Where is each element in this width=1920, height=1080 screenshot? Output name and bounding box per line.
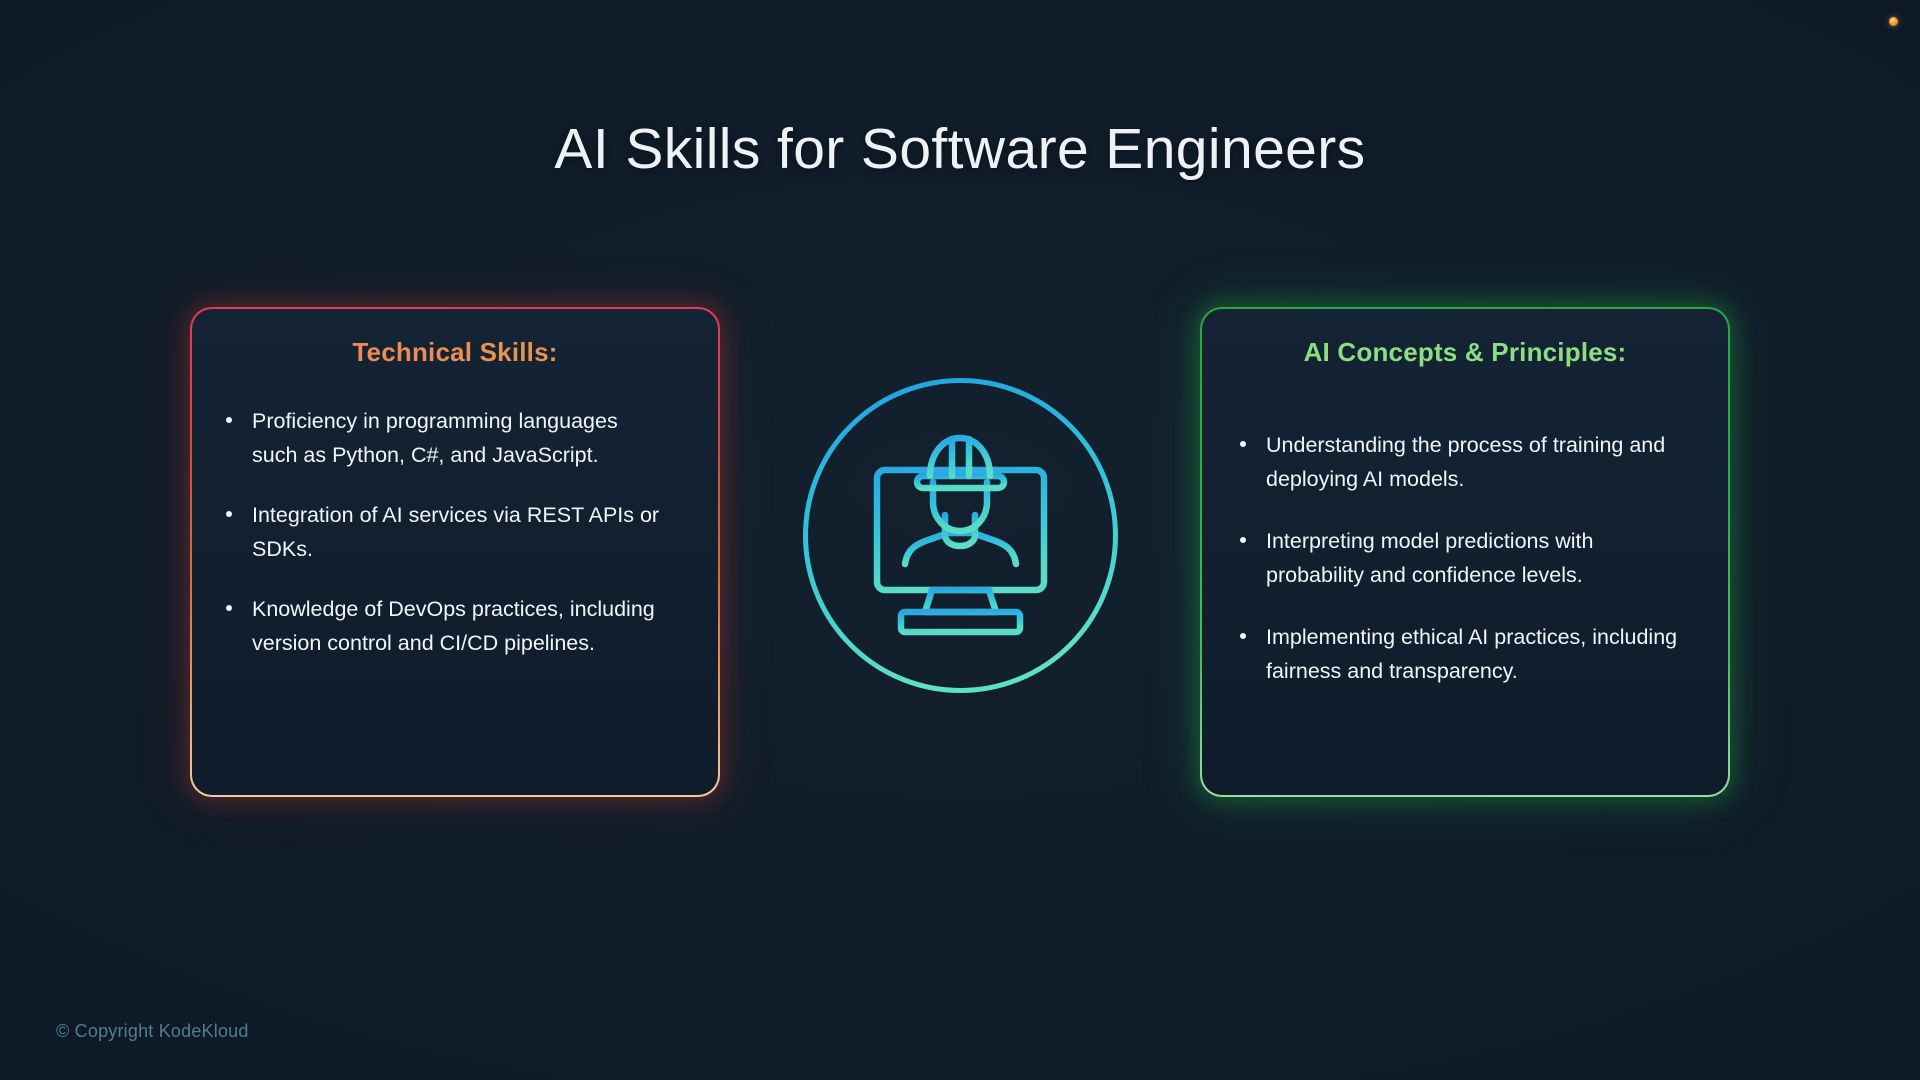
bullet-dot-icon — [1240, 537, 1246, 543]
technical-skills-bullet-list: Proficiency in programming languages suc… — [210, 404, 665, 660]
list-item-text: Implementing ethical AI practices, inclu… — [1266, 625, 1678, 683]
ai-concepts-card: AI Concepts & Principles: Understanding … — [1200, 307, 1730, 797]
list-item-text: Interpreting model predictions with prob… — [1266, 529, 1594, 587]
list-item-text: Knowledge of DevOps practices, including… — [252, 597, 655, 655]
engineer-at-computer-icon — [797, 372, 1124, 699]
orange-accent-dot — [1889, 17, 1898, 26]
list-item: Implementing ethical AI practices, inclu… — [1224, 620, 1684, 688]
bullet-dot-icon — [1240, 441, 1246, 447]
list-item: Proficiency in programming languages suc… — [210, 404, 665, 472]
list-item: Interpreting model predictions with prob… — [1224, 524, 1684, 592]
list-item: Knowledge of DevOps practices, including… — [210, 592, 665, 660]
list-item-text: Understanding the process of training an… — [1266, 433, 1666, 491]
bullet-dot-icon — [226, 511, 232, 517]
ai-concepts-bullet-list: Understanding the process of training an… — [1224, 428, 1684, 688]
bullet-dot-icon — [226, 605, 232, 611]
technical-skills-card: Technical Skills: Proficiency in program… — [190, 307, 720, 797]
list-item: Integration of AI services via REST APIs… — [210, 498, 665, 566]
copyright-footer: © Copyright KodeKloud — [56, 1021, 249, 1041]
list-item-text: Integration of AI services via REST APIs… — [252, 503, 660, 561]
bullet-dot-icon — [226, 417, 232, 423]
list-item-text: Proficiency in programming languages suc… — [252, 409, 618, 467]
list-item: Understanding the process of training an… — [1224, 428, 1684, 496]
bullet-dot-icon — [1240, 633, 1246, 639]
ai-concepts-heading: AI Concepts & Principles: — [1303, 337, 1627, 367]
technical-skills-heading: Technical Skills: — [192, 337, 718, 368]
page-title: AI Skills for Software Engineers — [554, 117, 1366, 182]
